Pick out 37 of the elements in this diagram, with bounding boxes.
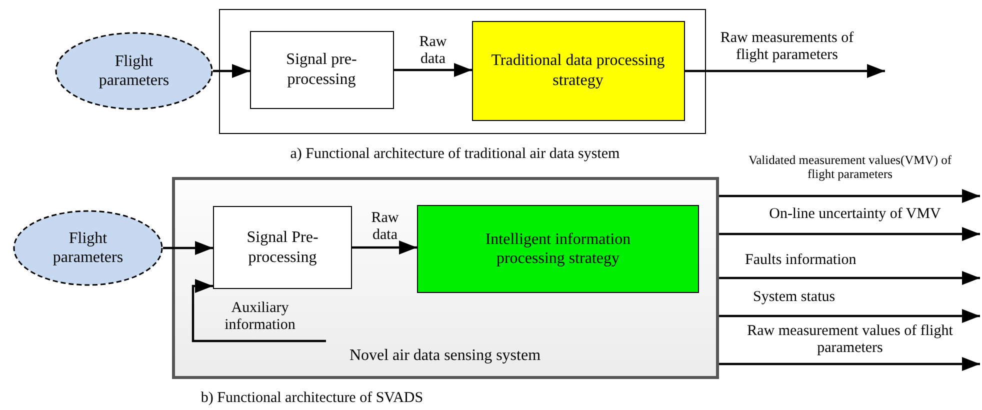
edge-label: Raw measurement values of flight parameters [746, 323, 954, 358]
arrow [213, 64, 250, 78]
edge-label: Raw measurements of flight parameters [719, 30, 855, 64]
arrow [719, 227, 980, 241]
system-frame [219, 9, 706, 134]
edge-label: System status [753, 289, 836, 306]
arrow [394, 63, 472, 77]
figure-caption: b) Functional architecture of SVADS [200, 390, 424, 408]
edge-label: Raw data [418, 34, 448, 68]
input-ellipse [13, 210, 163, 286]
arrow [719, 357, 980, 371]
process-box [417, 205, 699, 293]
input-ellipse [55, 32, 213, 110]
arrow [719, 309, 980, 323]
process-box [250, 30, 394, 108]
arrow [719, 271, 980, 285]
edge-label: On-line uncertainty of VMV [768, 206, 942, 224]
process-box [213, 206, 352, 289]
arrow [719, 189, 980, 203]
arrow [352, 240, 417, 254]
arrow [685, 64, 885, 78]
edge-label: Raw data [370, 210, 400, 244]
arrow [192, 279, 326, 342]
node-label: Flight parameters [52, 228, 124, 268]
edge-label: Faults information [745, 252, 858, 270]
process-box [472, 20, 684, 120]
arrow [163, 241, 213, 255]
system-panel [172, 177, 719, 379]
node-label: Signal pre-processing [285, 50, 358, 89]
node-label: Flight parameters [98, 52, 170, 90]
system-name: Novel air data sensing system [348, 346, 542, 366]
node-label: Signal Pre-processing [246, 228, 320, 267]
node-label: Intelligent information processing strategy [484, 230, 632, 268]
node-label: Traditional data processing strategy [490, 51, 666, 90]
edge-label: Auxiliary information [224, 300, 296, 334]
edge-label: Validated measurement values(VMV) of flight parameters [747, 153, 953, 182]
figure-caption: a) Functional architecture of traditional air data system [289, 146, 621, 164]
